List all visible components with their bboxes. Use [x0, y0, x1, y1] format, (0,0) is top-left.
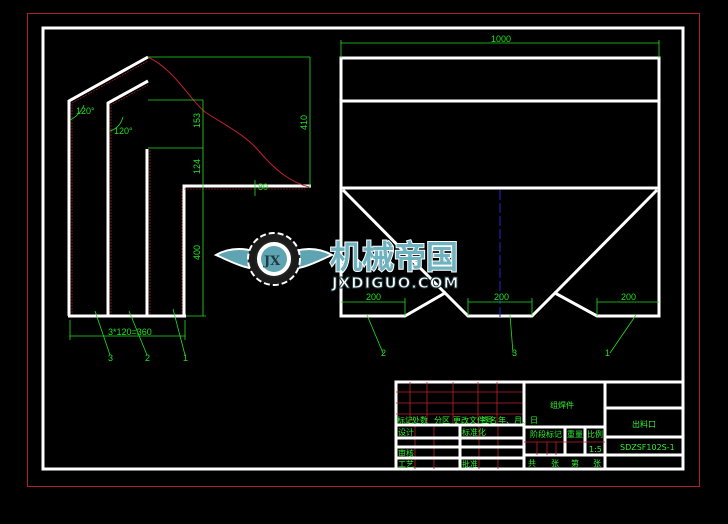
inner-frame	[41, 26, 685, 471]
watermark-cn: 机械帝国	[330, 238, 458, 276]
weight-label: 重量	[567, 429, 583, 439]
scale-label: 比例	[587, 429, 603, 439]
sheet-label: 张	[551, 459, 559, 468]
sheet-label: 第	[571, 458, 579, 468]
rev-header: 签名	[481, 415, 497, 425]
reviewer-label: 审核	[398, 448, 414, 458]
process-label: 工艺	[398, 460, 414, 469]
callout-2: 2	[145, 353, 150, 363]
callout-3: 3	[108, 353, 113, 363]
material-label: 组焊件	[550, 400, 574, 410]
callout-front-1: 1	[605, 348, 610, 358]
part-name: 出料口	[632, 419, 656, 429]
callout-1: 1	[183, 353, 188, 363]
angle-label-inner: 120°	[114, 126, 133, 136]
rev-header: 更改文件号	[453, 415, 493, 425]
dim-outlet-left: 200	[366, 292, 381, 302]
designer-label: 设计	[398, 427, 414, 437]
watermark-en: JXDIGUO.COM	[331, 274, 459, 292]
dim-outlet-mid: 200	[494, 292, 509, 302]
watermark-logo: JX 机械帝国 JXDIGUO.COM	[213, 232, 459, 293]
dim-400: 400	[192, 245, 202, 260]
dim-small: 80	[258, 182, 268, 192]
dim-153: 153	[192, 113, 202, 128]
sheet-label: 张	[593, 459, 601, 468]
sheet-label: 共	[528, 459, 536, 468]
stage-label: 阶段标记	[530, 429, 562, 439]
title-block: 标记 处数 分区 更改文件号 签名 年、月、日 设计 审核 工艺 标准化 批准 …	[394, 380, 685, 471]
approval-label: 批准	[462, 459, 478, 469]
emblem-text: JX	[263, 254, 281, 269]
callout-front-2: 2	[381, 348, 386, 358]
drawing-number: SDZSF102S-1	[620, 443, 675, 452]
angle-label-outer: 120°	[76, 106, 95, 116]
dim-124: 124	[192, 159, 202, 174]
outer-frame	[27, 13, 700, 487]
rev-header: 年、月、日	[498, 415, 538, 425]
dim-bottom: 3*120=360	[108, 327, 152, 337]
dim-410: 410	[299, 115, 309, 130]
rev-header: 标记	[397, 415, 413, 425]
front-view: 1000 200 200 200 2 3 1	[339, 34, 661, 358]
dim-outlet-right: 200	[621, 292, 636, 302]
rev-header: 分区	[434, 416, 450, 425]
standardization-label: 标准化	[462, 427, 486, 437]
dim-1000: 1000	[491, 34, 511, 44]
callout-front-3: 3	[512, 348, 517, 358]
side-view: 120° 120° 153 124 410 400 80 3*120=360 3…	[67, 55, 311, 363]
rev-header: 处数	[412, 415, 428, 425]
scale-value: 1:5	[589, 445, 602, 454]
